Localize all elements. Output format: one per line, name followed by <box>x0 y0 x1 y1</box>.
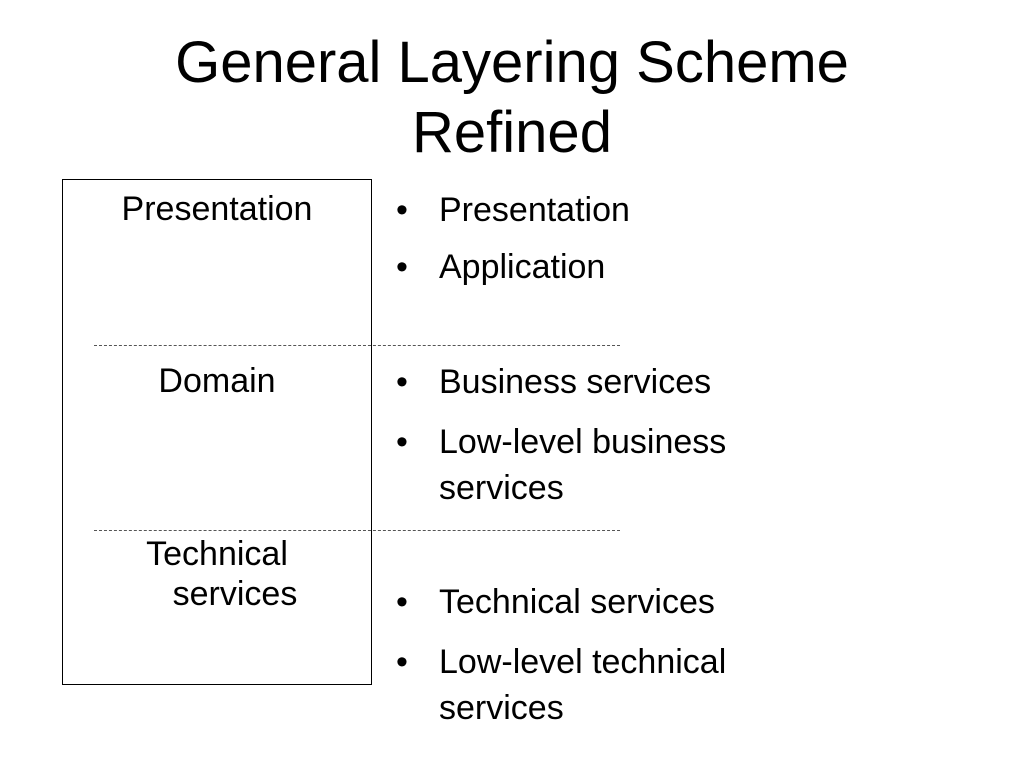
technical-sublayer-list: • Technical services • Low-level technic… <box>396 582 799 748</box>
list-item-text: Low-level business services <box>439 423 727 507</box>
layer-label-box <box>62 179 372 685</box>
list-item-text: Presentation <box>439 191 630 229</box>
bullet-icon: • <box>396 363 408 401</box>
list-item-text: Application <box>439 248 606 286</box>
bullet-icon: • <box>396 583 408 621</box>
layer-label-domain: Domain <box>158 362 276 400</box>
bullet-icon: • <box>396 643 408 681</box>
bullet-icon: • <box>396 191 408 229</box>
list-item-text: Low-level technical services <box>439 643 727 727</box>
bullet-icon: • <box>396 423 408 461</box>
layer-label-presentation: Presentation <box>121 190 313 228</box>
domain-sublayer-list: • Business services • Low-level business… <box>396 362 799 528</box>
list-item: • Business services <box>396 362 799 402</box>
bullet-icon: • <box>396 248 408 286</box>
list-item: • Low-level business services <box>396 419 799 511</box>
layer-label-technical: Technical services <box>62 537 372 611</box>
list-item: • Technical services <box>396 582 799 622</box>
slide-title-line-1: General Layering Scheme <box>175 30 849 95</box>
layer-divider-domain-technical <box>94 530 620 531</box>
layer-label-technical-line-1: Technical <box>146 535 288 573</box>
list-item-text: Technical services <box>439 583 715 621</box>
presentation-sublayer-list: • Presentation • Application <box>396 190 799 304</box>
layer-label-technical-line-2: services <box>172 575 298 613</box>
list-item: • Application <box>396 247 799 287</box>
slide-title-line-2: Refined <box>412 100 612 165</box>
layer-divider-presentation-domain <box>94 345 620 346</box>
slide-title: General Layering Scheme Refined <box>0 28 1024 168</box>
list-item-text: Business services <box>439 363 712 401</box>
list-item: • Presentation <box>396 190 799 230</box>
list-item: • Low-level technical services <box>396 639 799 731</box>
